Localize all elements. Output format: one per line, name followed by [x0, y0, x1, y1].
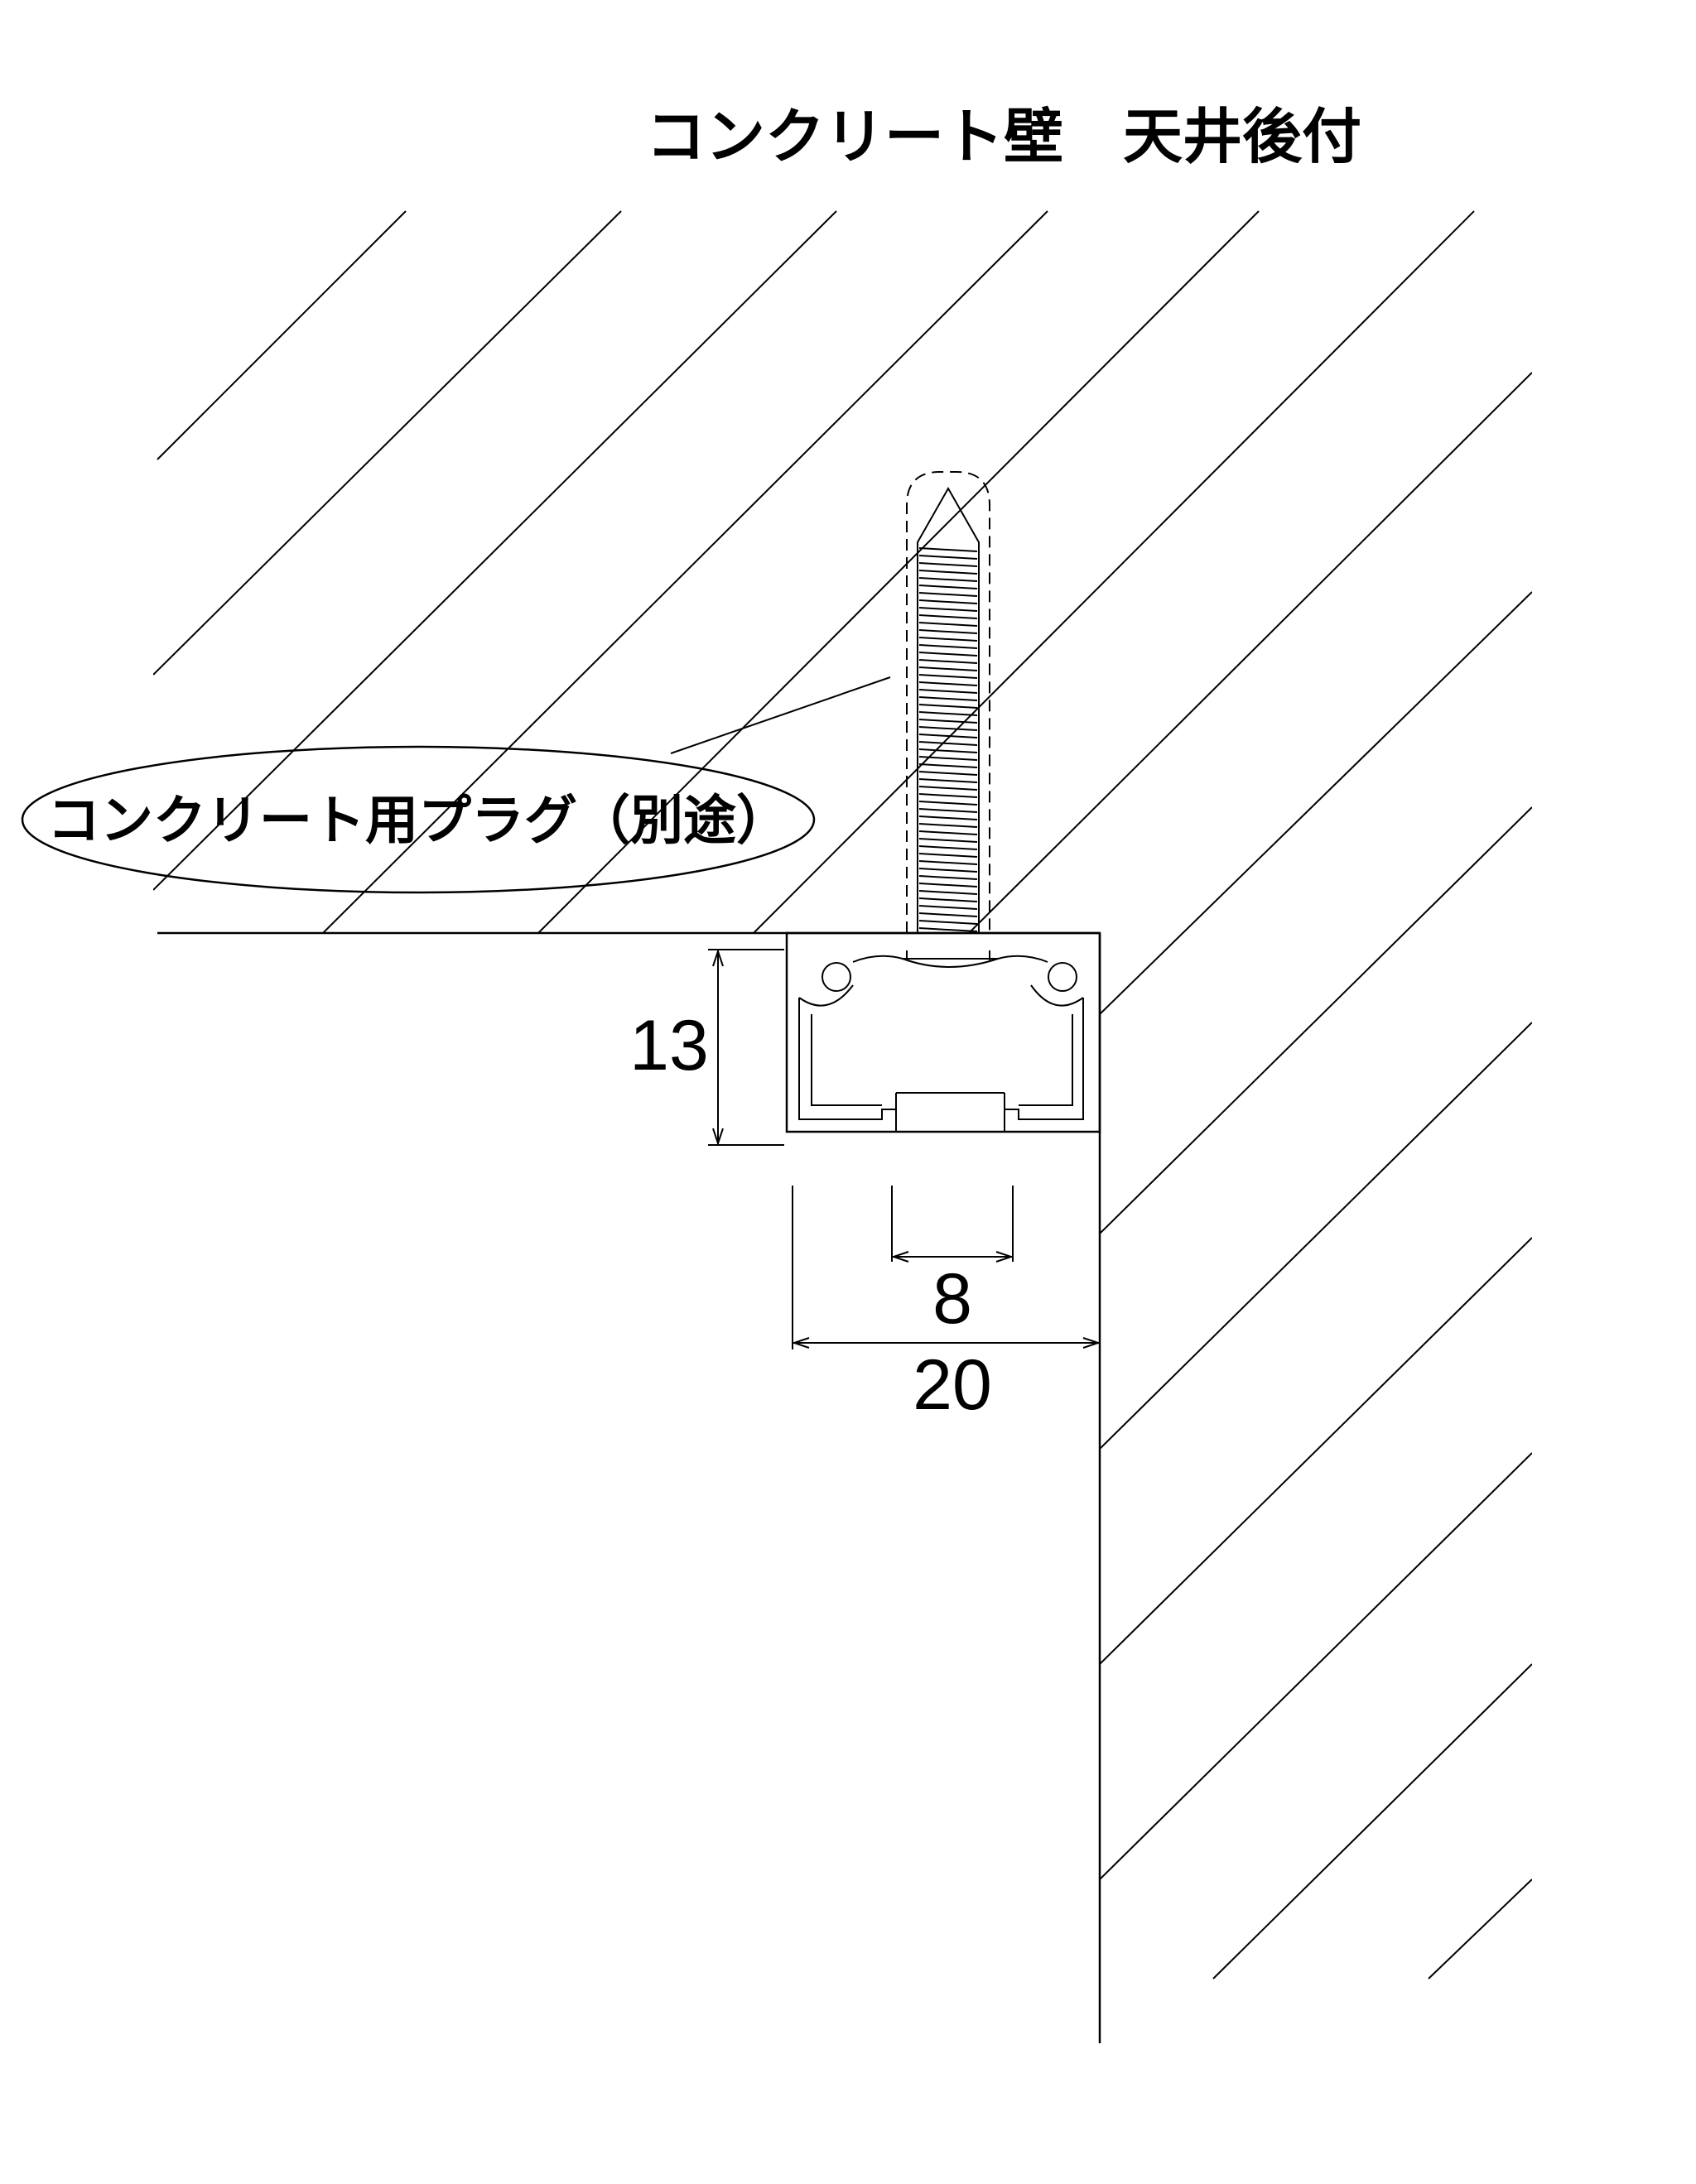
dimension-total-width	[791, 1186, 1101, 1349]
drawing-title: コンクリート壁 天井後付	[646, 101, 1361, 171]
callout-label: コンクリート用プラグ（別途）	[47, 790, 789, 852]
dimension-slot-width	[890, 1186, 1014, 1263]
dimension-total-width-label: 20	[913, 1345, 992, 1425]
concrete-plug-outline	[906, 471, 990, 933]
concrete-hatching	[153, 210, 1532, 1980]
dimension-slot-width-label: 8	[932, 1259, 972, 1339]
callout-ellipse	[21, 745, 816, 894]
callout-leader-line	[670, 676, 891, 754]
rail-profile	[785, 931, 1101, 1133]
screw	[917, 486, 980, 933]
dimension-height	[708, 948, 784, 1147]
dimension-height-label: 13	[629, 1006, 709, 1085]
